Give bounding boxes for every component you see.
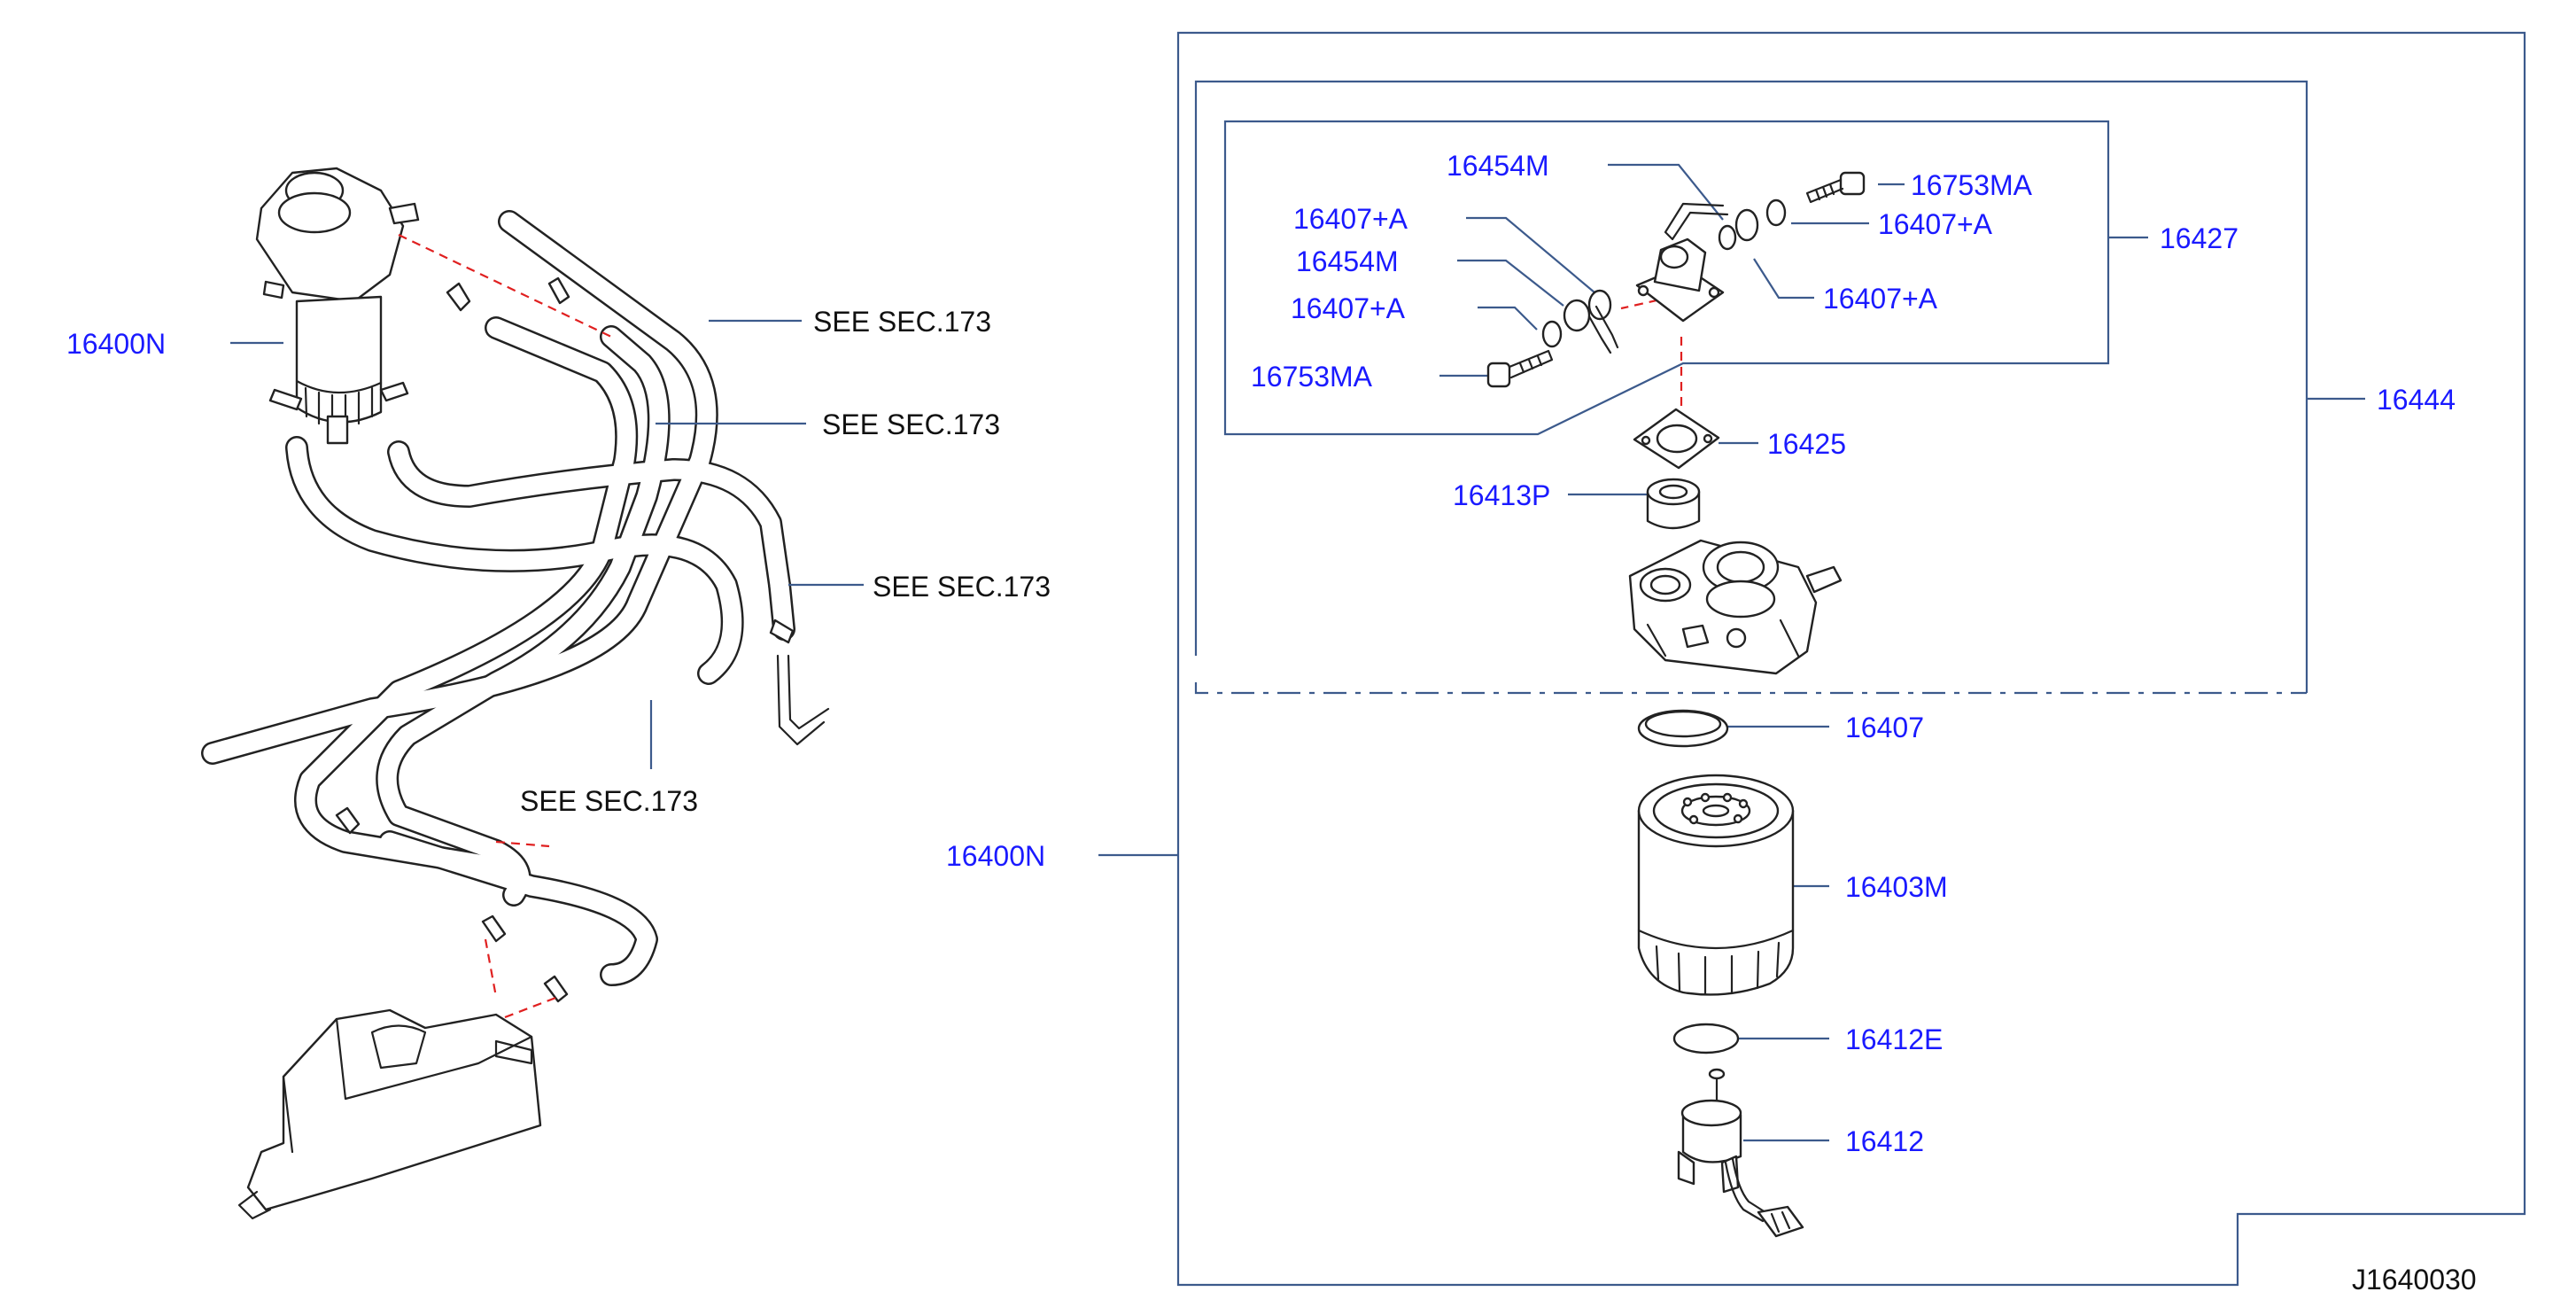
bolt-16753ma-top [1805,171,1866,204]
sensor-16412 [1677,1068,1804,1238]
label-16427: 16427 [2160,222,2238,254]
frame-16444-dashed [1194,682,2307,695]
label-16407: 16407 [1845,712,1924,743]
filter-head [1628,539,1843,675]
pipe-16454m-left [1584,305,1619,354]
banjo-left [1563,299,1591,332]
label-16400n-left: 16400N [66,328,166,360]
label-16753ma-top: 16753MA [1911,169,2033,201]
leader-16454m-top [1608,163,1724,221]
washer-top-c [1718,224,1737,251]
align-left-4 [504,995,559,1019]
frame-group [1176,31,2526,1287]
fuel-filter-assembly-left [255,167,420,445]
label-16412e: 16412E [1845,1023,1943,1055]
filter-16403m [1637,774,1795,996]
label-16400n-right: 16400N [946,840,1045,872]
label-16407a-top: 16407+A [1878,208,1993,240]
left-assembly-drawing [201,167,864,1220]
frame-16427 [1223,120,2110,436]
leader-16407a-left1 [1466,216,1595,293]
washer-left-b [1541,320,1563,348]
label-16412: 16412 [1845,1125,1924,1157]
left-leaders [230,319,864,769]
align-left-1 [398,234,612,338]
priming-pump-16427 [1635,237,1725,323]
hoses [201,210,830,986]
diagram-code: J1640030 [2352,1264,2477,1296]
label-16407a-left2: 16407+A [1291,292,1406,324]
label-16413p: 16413P [1453,479,1550,511]
frame-16444-solid [1194,80,2308,693]
right-leaders [1098,163,2365,1142]
seal-16413p [1646,478,1701,530]
label-16425: 16425 [1767,428,1846,460]
leader-16454m-left [1457,259,1564,307]
label-16454m-left: 16454M [1296,245,1399,277]
left-alignment [398,234,612,1019]
labels: 16400N SEE SEC.173 SEE SEC.173 SEE SEC.1… [66,150,2477,1296]
washer-top-a [1765,198,1787,227]
exploded-parts [1486,171,1866,1238]
gasket-16425 [1633,408,1720,470]
label-16753ma-left: 16753MA [1251,361,1373,393]
label-16403m: 16403M [1845,871,1948,903]
label-see-sec-3: SEE SEC.173 [873,571,1051,603]
bolt-16753ma-left [1486,349,1554,388]
pipe-16454m-top [1664,202,1729,241]
engine-block-left [237,1008,542,1220]
align-left-3 [484,938,498,998]
label-see-sec-2: SEE SEC.173 [822,409,1000,440]
label-16407a-right: 16407+A [1823,283,1938,315]
oring-16412e [1672,1023,1740,1054]
right-alignment [1620,295,1683,425]
label-16407a-left1: 16407+A [1293,203,1408,235]
label-16444: 16444 [2377,384,2456,416]
ring-16407 [1637,709,1729,748]
label-see-sec-4: SEE SEC.173 [520,785,698,817]
leader-16407a-left2 [1478,306,1538,331]
frame-16400n [1176,31,2526,1287]
label-see-sec-1: SEE SEC.173 [813,306,991,338]
leader-16407a-right [1753,258,1814,300]
label-16454m-top: 16454M [1447,150,1549,182]
washer-top-b [1734,208,1759,242]
washer-left-a [1587,289,1612,321]
clamps [335,276,795,1003]
